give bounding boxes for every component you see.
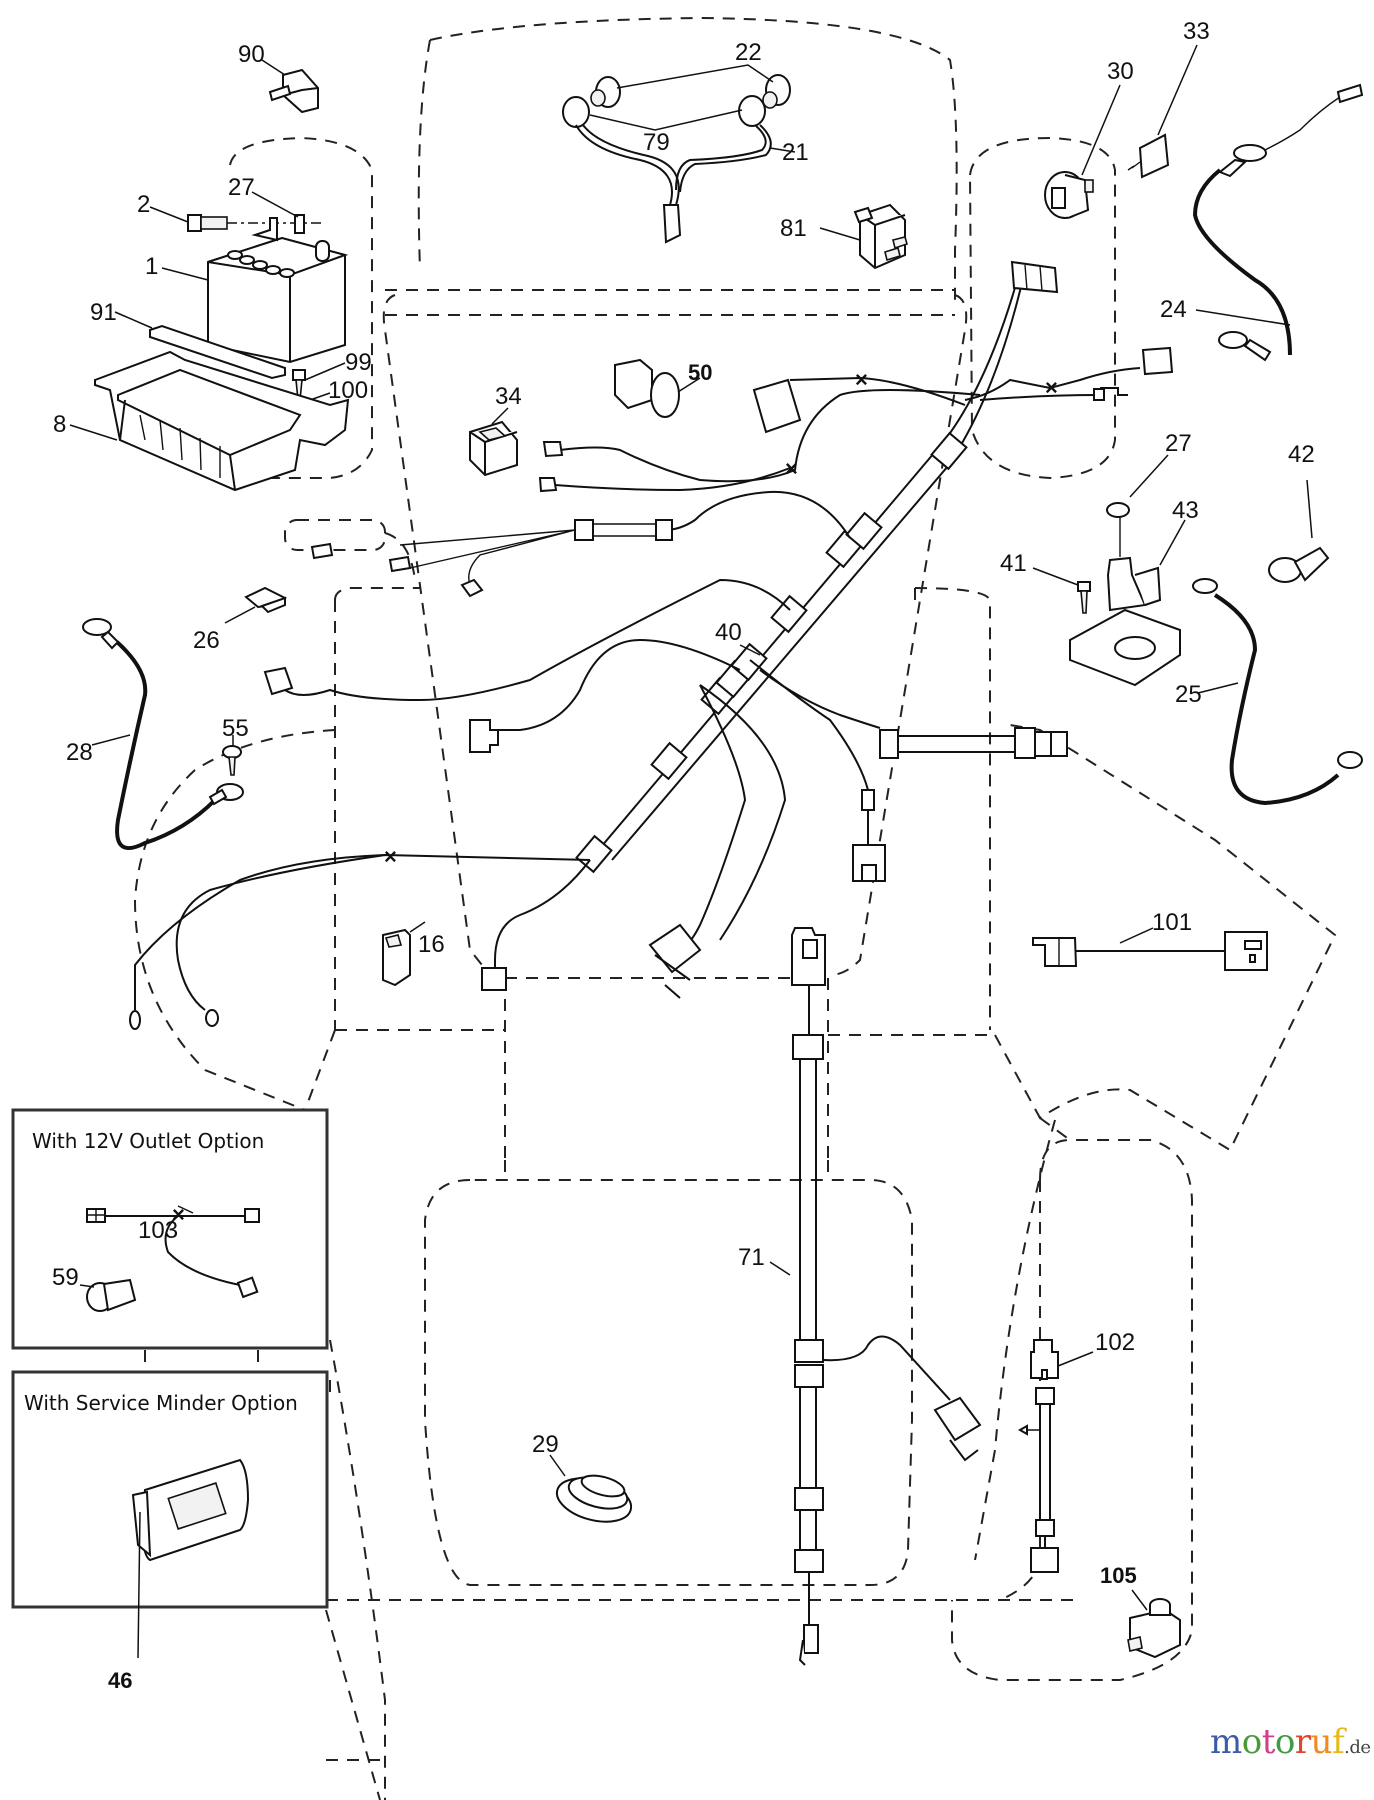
label-41: 41 — [1000, 550, 1027, 577]
label-90: 90 — [238, 41, 265, 68]
svg-text:×: × — [855, 367, 868, 392]
part-40-main-harness[interactable]: × × × — [129, 260, 1174, 1030]
brand-letter: u — [1310, 1722, 1333, 1762]
part-8-battery-tray[interactable] — [69, 350, 350, 492]
part-101-jumper-harness[interactable] — [1032, 927, 1268, 971]
label-71: 71 — [738, 1244, 765, 1271]
label-2: 2 — [137, 191, 150, 218]
part-30-ignition-switch[interactable] — [1044, 84, 1121, 219]
part-24-ground-cable[interactable] — [1192, 83, 1364, 362]
part-55-screw[interactable] — [222, 735, 242, 776]
label-46: 46 — [108, 1668, 132, 1693]
label-59: 59 — [52, 1264, 79, 1291]
label-29: 29 — [532, 1431, 559, 1458]
part-102-jumper[interactable] — [1017, 1339, 1094, 1573]
part-33-key[interactable] — [1127, 44, 1198, 179]
part-59-12v-outlet[interactable] — [79, 1278, 137, 1312]
label-43: 43 — [1172, 497, 1199, 524]
service-minder-option-box — [11, 1370, 329, 1659]
part-103-outlet-harness[interactable]: × — [86, 1202, 260, 1299]
part-46-service-minder[interactable] — [131, 1458, 250, 1659]
brand-watermark: motoruf.de — [1210, 1722, 1371, 1762]
label-50: 50 — [688, 360, 712, 385]
service-minder-option-title: With Service Minder Option — [24, 1391, 298, 1415]
label-40: 40 — [715, 619, 742, 646]
brand-letter: o — [1241, 1722, 1262, 1762]
label-105: 105 — [1100, 1563, 1137, 1588]
label-79: 79 — [643, 129, 670, 156]
brand-letter: r — [1294, 1722, 1311, 1762]
label-24: 24 — [1160, 296, 1187, 323]
part-41-screw[interactable] — [1032, 567, 1091, 614]
label-28: 28 — [66, 739, 93, 766]
outlet-option-title: With 12V Outlet Option — [32, 1129, 264, 1153]
brand-letter: o — [1274, 1722, 1295, 1762]
part-50-pto-knob[interactable] — [614, 358, 701, 418]
part-16-relay-connector[interactable] — [382, 921, 426, 987]
part-43-solenoid[interactable] — [1069, 519, 1186, 687]
label-21: 21 — [782, 139, 809, 166]
label-27-solenoid: 27 — [1165, 430, 1192, 457]
brand-letter: f — [1332, 1722, 1345, 1762]
part-2-bolt[interactable] — [149, 206, 228, 232]
part-27-nut[interactable] — [251, 191, 305, 234]
label-103: 103 — [138, 1217, 178, 1244]
part-1-battery[interactable] — [161, 217, 349, 364]
label-102: 102 — [1095, 1329, 1135, 1356]
part-28-ground-cable[interactable] — [82, 618, 244, 850]
part-91-hold-down-strap[interactable] — [114, 311, 286, 380]
part-105-solenoid-module[interactable] — [1127, 1589, 1181, 1659]
label-55: 55 — [222, 715, 249, 742]
label-34: 34 — [495, 383, 522, 410]
part-42-terminal-boot[interactable] — [1268, 479, 1330, 583]
label-30: 30 — [1107, 58, 1134, 85]
label-33: 33 — [1183, 18, 1210, 45]
callout-labels: 90 2 27 1 91 99 100 8 22 79 21 81 30 33 … — [24, 18, 1315, 1693]
outlet-option-box: × — [11, 1108, 329, 1350]
brand-letter: m — [1210, 1722, 1242, 1762]
label-81: 81 — [780, 215, 807, 242]
label-100: 100 — [328, 377, 368, 404]
label-8: 8 — [53, 411, 66, 438]
label-42: 42 — [1288, 441, 1315, 468]
part-22-bulbs[interactable] — [590, 64, 791, 109]
part-21-headlight-harness[interactable] — [575, 124, 796, 244]
svg-text:×: × — [785, 456, 798, 481]
svg-text:×: × — [1045, 375, 1058, 400]
brand-suffix: .de — [1344, 1737, 1371, 1758]
part-90-terminal-cover[interactable] — [261, 59, 319, 114]
brand-letter: t — [1261, 1722, 1276, 1762]
body-outlines — [133, 16, 1337, 1800]
label-16: 16 — [418, 931, 445, 958]
label-101: 101 — [1152, 909, 1192, 936]
label-25: 25 — [1175, 681, 1202, 708]
label-1: 1 — [145, 253, 158, 280]
part-79-sockets[interactable] — [562, 95, 766, 131]
label-27: 27 — [228, 174, 255, 201]
part-25-cable[interactable] — [1192, 578, 1363, 806]
label-26: 26 — [193, 627, 220, 654]
label-91: 91 — [90, 299, 117, 326]
svg-text:×: × — [384, 844, 397, 869]
part-81-relay[interactable] — [819, 203, 908, 270]
label-22: 22 — [735, 39, 762, 66]
part-34-switch[interactable] — [469, 407, 518, 477]
part-71-harness[interactable] — [769, 927, 982, 1666]
part-26-fuse[interactable] — [224, 586, 287, 624]
part-29-grommet[interactable] — [549, 1454, 636, 1529]
label-99: 99 — [345, 349, 372, 376]
part-27-nut-solenoid[interactable] — [1106, 454, 1169, 557]
